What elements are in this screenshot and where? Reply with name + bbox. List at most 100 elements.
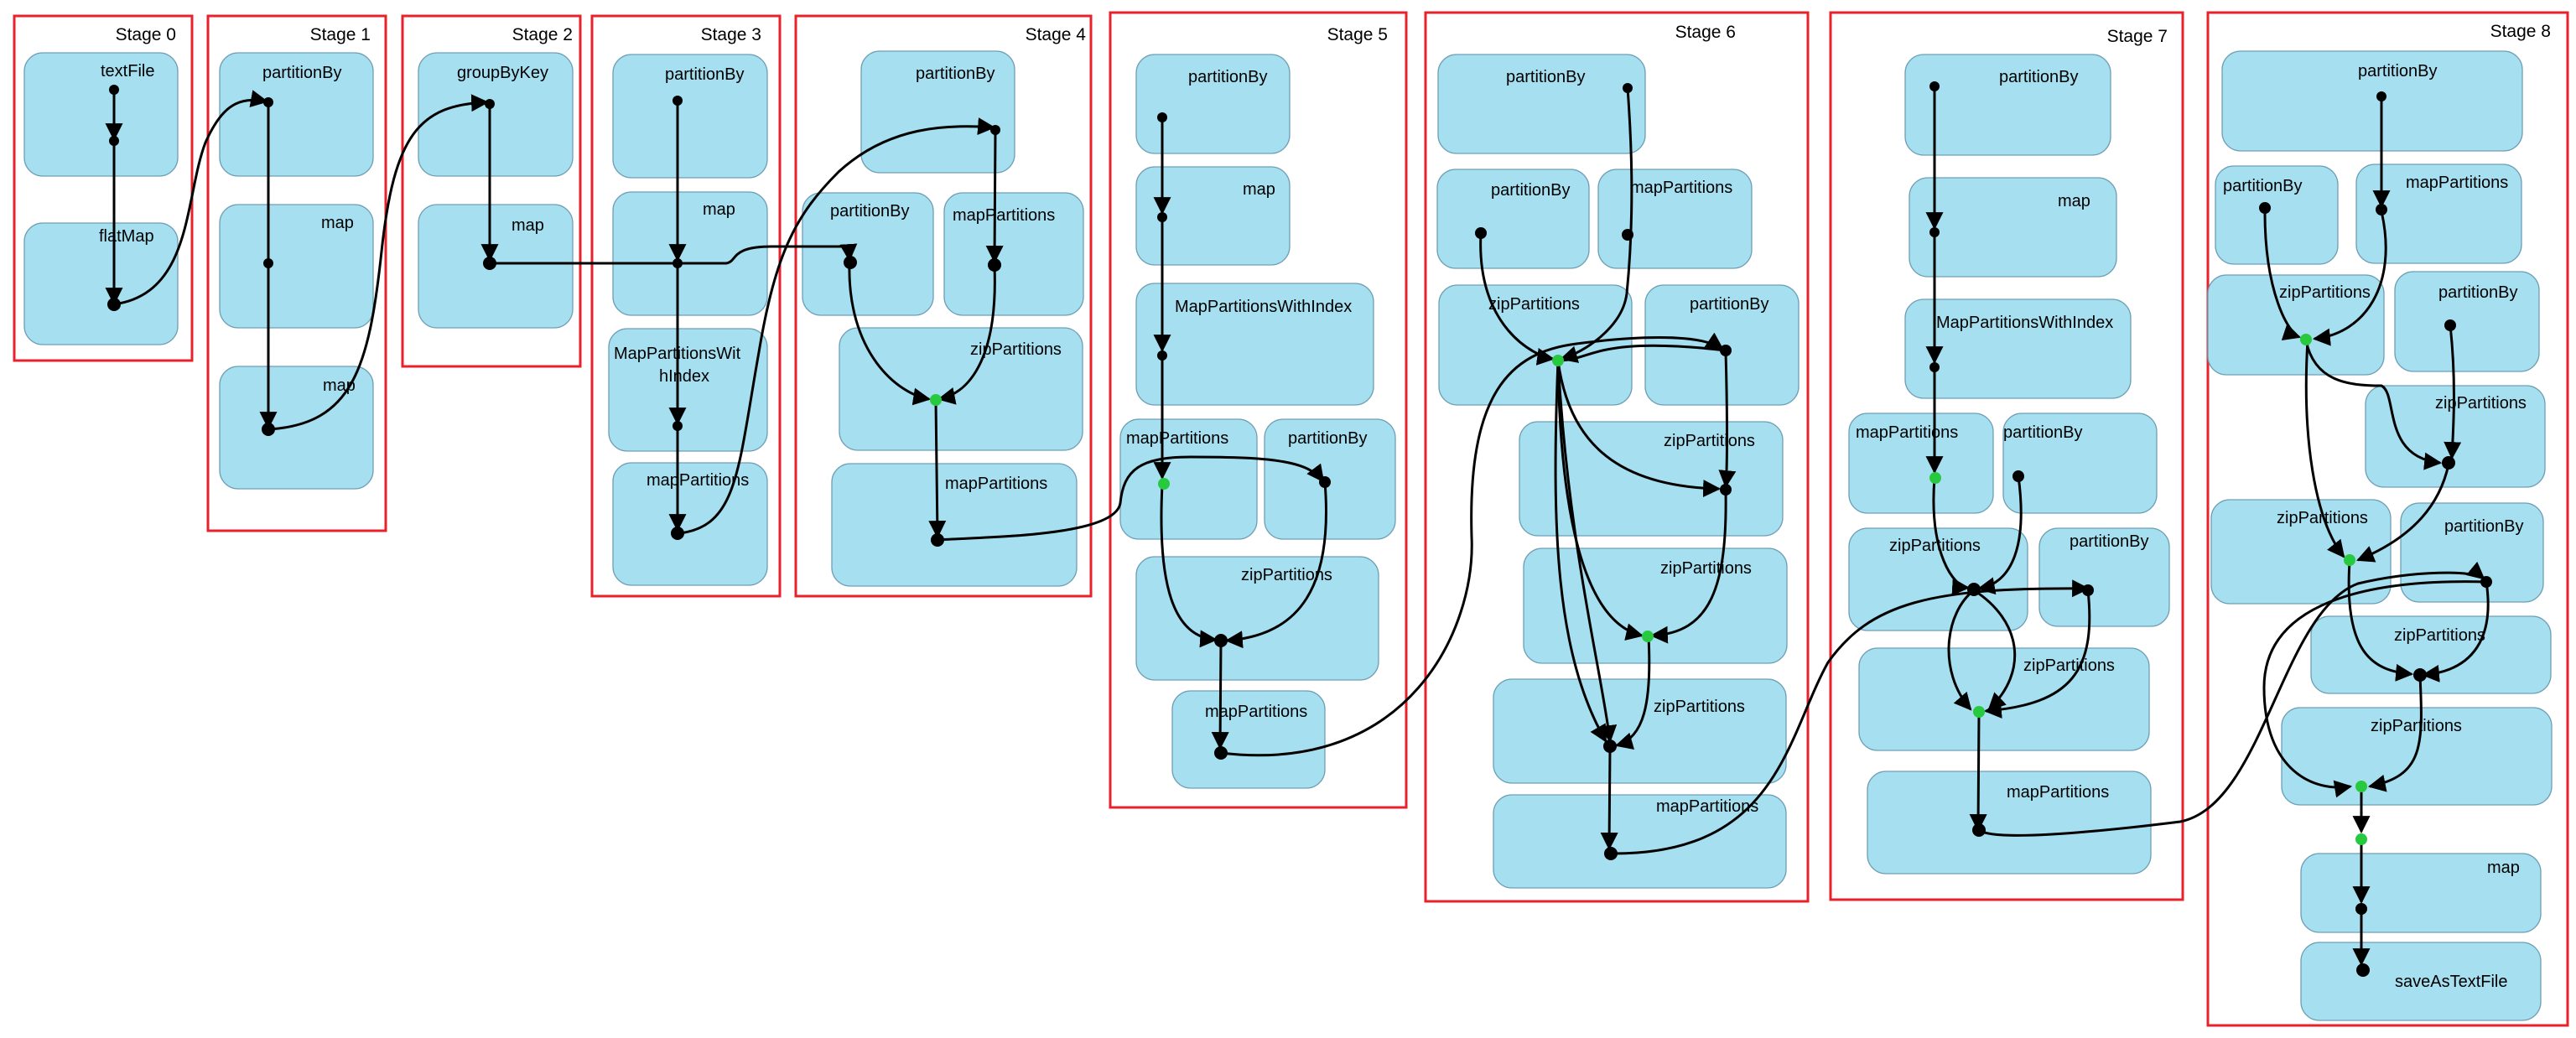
op-mappartitions[interactable]: mapPartitions xyxy=(1171,690,1326,789)
op-map[interactable]: map xyxy=(612,191,768,316)
dag-node xyxy=(931,533,944,547)
dag-node xyxy=(2480,576,2492,588)
dag-node xyxy=(1622,229,1633,241)
op-mappartitions[interactable]: mapPartitions xyxy=(1848,413,1994,514)
join-node xyxy=(1158,478,1170,490)
op-map[interactable]: map xyxy=(219,204,374,329)
op-mappartitions-label: mapPartitions xyxy=(647,471,749,490)
op-partitionby[interactable]: partitionBy xyxy=(612,54,768,179)
op-zippartitions[interactable]: zipPartitions xyxy=(2281,707,2553,806)
op-mappartitions[interactable]: mapPartitions xyxy=(831,463,1078,587)
stage-6-border xyxy=(1424,11,1810,903)
op-mappartitions[interactable]: mapPartitions xyxy=(2355,163,2522,264)
op-partitionby[interactable]: partitionBy xyxy=(2221,50,2523,152)
dag-node xyxy=(2376,91,2386,101)
op-mappartitions[interactable]: mapPartitions xyxy=(943,192,1084,316)
op-partitionby[interactable]: partitionBy xyxy=(2215,165,2339,265)
edge xyxy=(2312,210,2387,346)
dag-node xyxy=(1967,583,1981,596)
stage-6-label: Stage 6 xyxy=(1675,23,1736,42)
op-partitionby[interactable]: partitionBy xyxy=(1437,54,1646,154)
op-partitionby-label: partitionBy xyxy=(2003,423,2083,442)
join-node xyxy=(2355,781,2367,792)
op-mappartitions[interactable]: mapPartitions xyxy=(1119,418,1258,540)
op-zippartitions-label: zipPartitions xyxy=(2435,394,2527,413)
edge xyxy=(937,266,996,405)
stage-1-label: Stage 1 xyxy=(310,25,371,44)
op-mappartitions[interactable]: mapPartitions xyxy=(1867,771,2152,875)
dag-node xyxy=(1319,476,1331,488)
op-zippartitions[interactable]: zipPartitions xyxy=(1493,678,1787,784)
op-mappartitions[interactable]: mapPartitions xyxy=(1493,794,1787,889)
dag-node xyxy=(2012,470,2024,482)
op-zippartitions-label: zipPartitions xyxy=(1660,559,1752,578)
op-textfile[interactable]: textFile xyxy=(23,52,179,177)
dag-node xyxy=(1929,362,1940,372)
stage-0-border xyxy=(13,14,194,362)
op-groupbykey[interactable]: groupByKey xyxy=(418,52,574,177)
op-flatmap[interactable]: flatMap xyxy=(23,222,179,345)
op-zippartitions[interactable]: zipPartitions xyxy=(1135,556,1379,681)
op-zippartitions[interactable]: zipPartitions xyxy=(1848,527,2028,631)
op-map-label: map xyxy=(512,216,544,235)
dag-node xyxy=(263,97,273,107)
stage-8: Stage 8 partitionBy partitionBy mapParti… xyxy=(2206,11,2569,1027)
op-map-label: map xyxy=(2487,859,2520,877)
op-map[interactable]: map xyxy=(1909,177,2117,278)
op-partitionby[interactable]: partitionBy xyxy=(2038,527,2170,627)
op-zippartitions[interactable]: zipPartitions xyxy=(1858,647,2150,751)
op-mappartitions[interactable]: mapPartitions xyxy=(1597,169,1753,269)
dag-node xyxy=(1214,634,1228,647)
op-zippartitions-label: zipPartitions xyxy=(1664,432,1755,450)
op-mappartitions[interactable]: mapPartitions xyxy=(612,462,768,586)
op-map[interactable]: map xyxy=(1135,166,1291,266)
op-partitionby[interactable]: partitionBy xyxy=(219,52,374,177)
edge xyxy=(1932,477,1971,596)
op-partitionby-label: partitionBy xyxy=(665,65,745,84)
op-partitionby[interactable]: partitionBy xyxy=(2394,271,2540,372)
op-mappartitionswithindex[interactable]: MapPartitionsWithIndex xyxy=(1135,283,1374,406)
op-mappartitionswithindex[interactable]: MapPartitionsWit hIndex xyxy=(608,328,768,452)
op-partitionby[interactable]: partitionBy xyxy=(1436,169,1590,269)
dag-node xyxy=(107,298,121,311)
op-partitionby[interactable]: partitionBy xyxy=(1904,54,2111,156)
dag-node xyxy=(673,258,683,268)
op-partitionby-label: partitionBy xyxy=(1288,429,1368,448)
op-mappartitionswithindex-label-line2: hIndex xyxy=(659,367,709,386)
op-partitionby[interactable]: partitionBy xyxy=(860,50,1015,174)
op-zippartitions[interactable]: zipPartitions xyxy=(1523,548,1788,664)
edge xyxy=(937,455,1325,542)
op-mappartitions-label: mapPartitions xyxy=(945,475,1047,493)
op-flatmap-label: flatMap xyxy=(99,227,154,246)
op-mappartitions-label: mapPartitions xyxy=(2007,783,2109,802)
op-zippartitions[interactable]: zipPartitions xyxy=(1438,284,1633,406)
stage-2: Stage 2 groupByKey map xyxy=(401,14,582,368)
op-mappartitionswithindex[interactable]: MapPartitionsWithIndex xyxy=(1904,298,2132,399)
op-map[interactable]: map xyxy=(2300,853,2542,933)
op-zippartitions[interactable]: zipPartitions xyxy=(2310,615,2552,694)
op-saveastextfile[interactable]: saveAsTextFile xyxy=(2300,942,2542,1021)
stage-1-border xyxy=(206,14,387,532)
op-map-label: map xyxy=(1243,180,1275,199)
edge xyxy=(2304,340,2443,470)
op-partitionby-label: partitionBy xyxy=(1188,68,1268,86)
dag-node xyxy=(1157,212,1167,222)
op-map[interactable]: map xyxy=(219,366,374,490)
op-zippartitions[interactable]: zipPartitions xyxy=(2210,499,2392,605)
op-partitionby[interactable]: partitionBy xyxy=(2400,502,2544,603)
op-partitionby[interactable]: partitionBy xyxy=(2002,413,2158,514)
stage-5-border xyxy=(1109,11,1408,809)
op-zippartitions[interactable]: zipPartitions xyxy=(2207,274,2385,376)
op-mappartitions-label: mapPartitions xyxy=(1205,703,1307,721)
op-partitionby-label: partitionBy xyxy=(2358,62,2438,80)
op-partitionby-label: partitionBy xyxy=(916,65,995,83)
op-partitionby[interactable]: partitionBy xyxy=(802,192,934,316)
op-partitionby[interactable]: partitionBy xyxy=(1135,54,1291,154)
op-mappartitionswithindex-label: MapPartitionsWithIndex xyxy=(1936,314,2113,332)
dag-node xyxy=(2444,319,2456,331)
op-zippartitions[interactable]: zipPartitions xyxy=(2365,385,2546,488)
op-groupbykey-label: groupByKey xyxy=(457,64,548,82)
dag-node xyxy=(2082,584,2094,596)
op-partitionby-label: partitionBy xyxy=(1491,181,1571,200)
dag-node xyxy=(2413,668,2427,682)
